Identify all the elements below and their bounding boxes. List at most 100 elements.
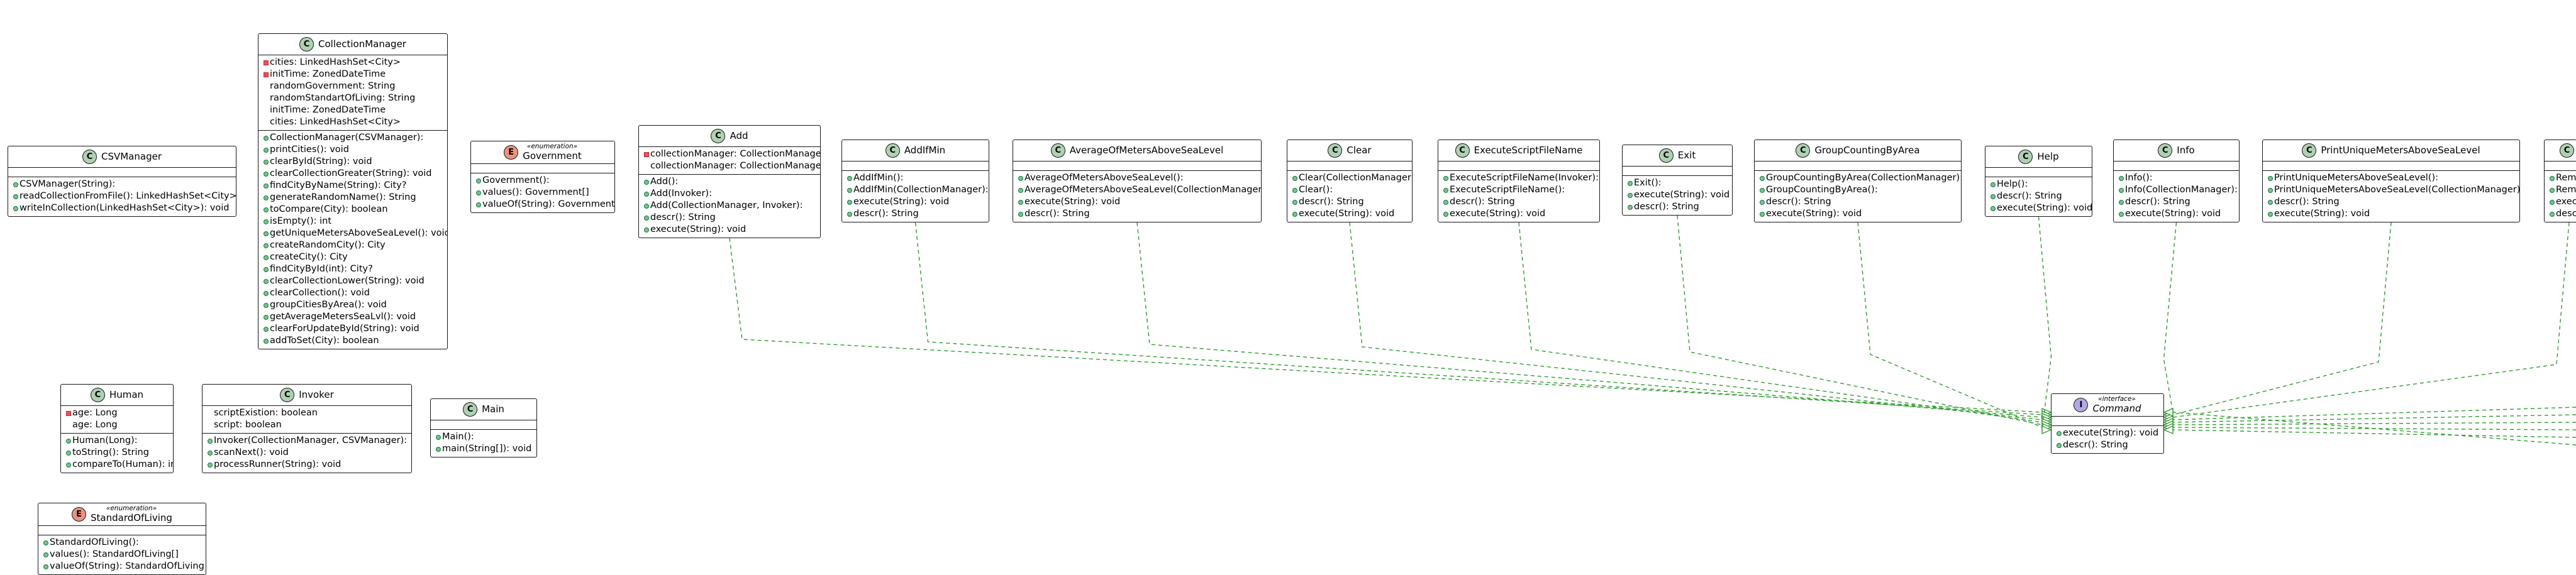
method-row: Government():: [475, 175, 611, 187]
method-row: Human(Long):: [65, 435, 170, 447]
realization-edge: [2172, 429, 2576, 438]
method-text: isEmpty(): int: [270, 216, 332, 226]
public-visibility-icon: [1758, 212, 1766, 217]
public-visibility-icon: [2055, 443, 2063, 448]
public-visibility-icon: [1291, 212, 1299, 217]
method-row: Main():: [435, 431, 533, 443]
realization-edge: [1677, 215, 2043, 425]
method-row: clearCollection(): void: [262, 287, 444, 299]
method-row: execu: [2548, 196, 2576, 208]
method-text: printCities(): void: [270, 145, 349, 155]
method-row: Exit():: [1626, 177, 1729, 189]
method-row: values(): Government[]: [475, 187, 611, 199]
public-visibility-icon: [1758, 176, 1766, 181]
public-visibility-icon: [42, 564, 50, 569]
method-row: GroupCountingByArea(CollectionManager):: [1758, 172, 1961, 184]
class-title: AverageOfMetersAboveSeaLevel: [1070, 145, 1224, 156]
method-text: execute(String): void: [2125, 209, 2221, 219]
method-text: toCompare(City): boolean: [270, 204, 388, 214]
fields-section: [38, 526, 206, 535]
method-text: Info(CollectionManager):: [2125, 185, 2238, 195]
method-row: getUniqueMetersAboveSeaLevel(): void: [262, 227, 447, 239]
realization-edge: [2172, 222, 2570, 418]
method-row: PrintUniqueMetersAboveSeaLevel(Collectio…: [2267, 184, 2519, 196]
field-text: collectionManager: CollectionManager: [650, 161, 821, 171]
class-title: Main: [482, 404, 504, 415]
class-header: I«interface»Command: [2051, 394, 2163, 417]
public-visibility-icon: [262, 267, 270, 272]
realization-edge: [2172, 222, 2392, 415]
method-text: writeInCollection(LinkedHashSet<City>): …: [19, 203, 230, 213]
method-row: scanNext(): void: [206, 447, 408, 459]
method-row: Clear():: [1291, 184, 1409, 196]
private-visibility-icon: [262, 60, 270, 65]
class-name: Command: [2092, 402, 2141, 414]
method-text: execute(String): void: [650, 224, 747, 234]
fields-section: [471, 164, 614, 173]
class-title: Human: [109, 390, 143, 400]
realization-edge: [729, 238, 2043, 413]
class-title: Add: [730, 131, 748, 141]
method-row: readCollectionFromFile(): LinkedHashSet<…: [12, 190, 236, 202]
method-row: generateRandomName(): String: [262, 192, 444, 204]
class-badge-icon: C: [2158, 143, 2173, 158]
field-text: age: Long: [72, 420, 118, 430]
methods-section: Add():Add(Invoker):Add(CollectionManager…: [639, 174, 820, 238]
method-text: groupCitiesByArea(): void: [270, 300, 387, 310]
realization-edge: [2172, 412, 2576, 446]
method-row: AddIfMin():: [846, 172, 985, 184]
method-text: AddIfMin(CollectionManager):: [853, 185, 989, 195]
method-row: findCityByName(String): City?: [262, 180, 444, 192]
field-text: script: boolean: [214, 420, 282, 430]
method-row: GroupCountingByArea():: [1758, 184, 1958, 196]
field-row: cities: LinkedHashSet<City>: [262, 116, 444, 128]
method-row: descr: [2548, 208, 2576, 220]
method-text: descr(): String: [2063, 440, 2128, 451]
class-remove[interactable]: CRemoRemoexecudescr: [2544, 140, 2576, 222]
method-text: PrintUniqueMetersAboveSeaLevel(Collectio…: [2274, 185, 2520, 195]
method-row: execute(String): void: [1017, 196, 1258, 208]
interface-command[interactable]: I«interface»Command execute(String): void…: [2051, 393, 2164, 454]
class-name: Add: [730, 129, 748, 141]
class-title: Exit: [1678, 150, 1696, 161]
public-visibility-icon: [1017, 176, 1024, 181]
method-text: descr(): String: [1024, 209, 1090, 219]
method-row: AverageOfMetersAboveSeaLevel(CollectionM…: [1017, 184, 1261, 196]
method-text: main(String[]): void: [442, 444, 532, 454]
method-row: valueOf(String): StandardOfLiving: [42, 561, 204, 572]
method-row: Info(CollectionManager):: [2118, 184, 2238, 196]
method-row: descr(): String: [1017, 208, 1258, 220]
enum-badge-icon: E: [72, 507, 87, 522]
public-visibility-icon: [2118, 212, 2125, 217]
public-visibility-icon: [1989, 194, 1997, 199]
public-visibility-icon: [1626, 193, 1634, 198]
public-visibility-icon: [643, 216, 650, 221]
public-visibility-icon: [262, 183, 270, 189]
method-text: execute(String): void: [853, 197, 950, 207]
public-visibility-icon: [846, 176, 853, 181]
